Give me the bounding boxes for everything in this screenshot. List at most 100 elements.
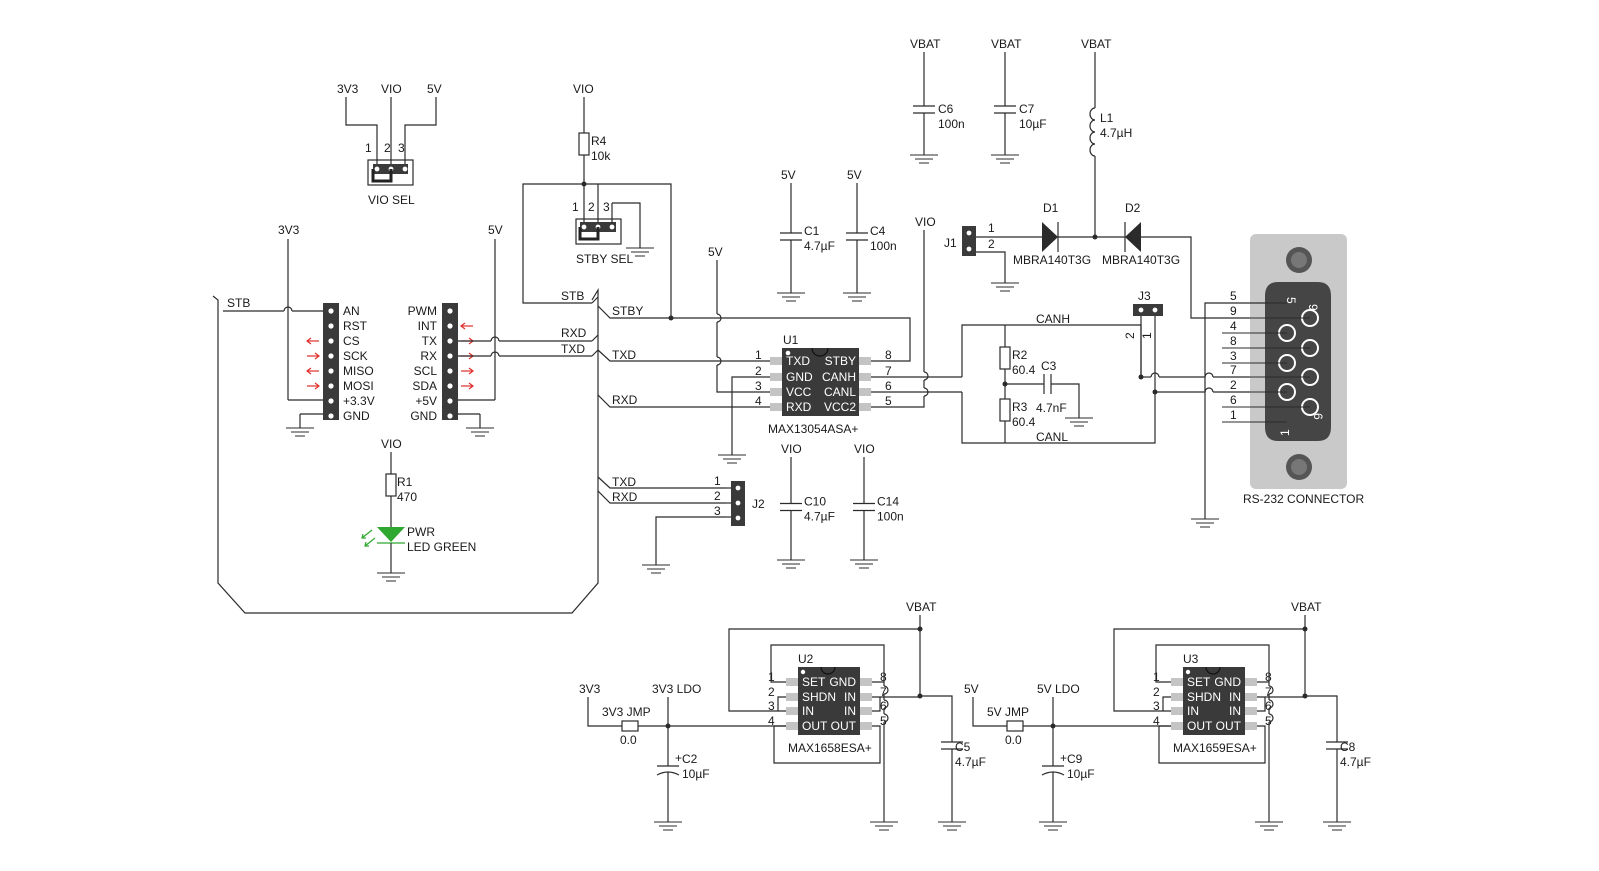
vio-sel-5v: 5V (427, 82, 442, 96)
ldo-pin-number: 3 (768, 699, 775, 713)
ldo-pin-name: IN (1187, 704, 1199, 718)
u1-pin-name: CANL (824, 385, 856, 399)
mikrobus-left-pin-label: GND (343, 409, 370, 423)
d1-value: MBRA140T3G (1013, 253, 1091, 267)
can-termination: CANH CANL R2 60.4 R3 60.4 C3 4.7nF J3 2 … (961, 289, 1268, 444)
db9-pin-number: 2 (1230, 378, 1237, 392)
net-3v3-mikrobus: 3V3 (278, 223, 300, 237)
ldo-pin-name: SET (1187, 675, 1211, 689)
ldo-jumper: 5V JMP (987, 705, 1029, 719)
mikrobus-left-pin-label: SCK (343, 349, 368, 363)
cap-value: 100n (870, 239, 897, 253)
cap-ref: C8 (1340, 740, 1356, 754)
stby-sel-pin3: 3 (603, 200, 610, 214)
ldo-pin-number: 2 (1153, 685, 1160, 699)
canl-label: CANL (1036, 430, 1068, 444)
ground-symbol (842, 292, 872, 302)
cap-ref: C10 (804, 495, 826, 509)
ldo-pin-name: IN (1229, 690, 1241, 704)
db9-pin-number: 1 (1230, 408, 1237, 422)
l1-value: 4.7µH (1100, 126, 1132, 140)
c3-ref: C3 (1041, 359, 1057, 373)
ldo-part: MAX1658ESA+ (788, 741, 872, 755)
r2-value: 60.4 (1012, 363, 1036, 377)
mikrobus-right-pin-label: RX (420, 349, 437, 363)
ground-symbol (990, 154, 1020, 164)
ground-symbol (1038, 821, 1068, 831)
polarity-plus-icon: + (1060, 751, 1067, 765)
net-5v-mikrobus: 5V (488, 223, 503, 237)
ldo-output-rail: 5V LDO (1037, 682, 1080, 696)
c7-ref: C7 (1019, 102, 1035, 116)
ground-symbol (990, 282, 1020, 292)
ldo-ref: U2 (798, 652, 814, 666)
j1-pin2: 2 (988, 237, 995, 251)
vio-sel-title: VIO SEL (368, 193, 415, 207)
r1-rail: VIO (381, 437, 402, 451)
ldo-pin-number: 2 (768, 685, 775, 699)
mikrobus-right-pin-label: PWM (408, 304, 437, 318)
ldo-pin-number: 6 (1265, 699, 1272, 713)
r4-ref: R4 (591, 134, 607, 148)
net-rxd-bus: RXD (561, 326, 587, 340)
ldo-pin-name: SET (802, 675, 826, 689)
u1-pin-number: 2 (755, 364, 762, 378)
cap-rail-label: VIO (781, 442, 802, 456)
vbat-l1: VBAT (1081, 37, 1112, 51)
ldo-ref: U3 (1183, 652, 1199, 666)
cap-ref: C2 (682, 752, 698, 766)
cap-ref: C4 (870, 224, 886, 238)
r2-ref: R2 (1012, 348, 1028, 362)
db9-pin-number: 7 (1230, 363, 1237, 377)
mikrobus-right-pin-label: INT (418, 319, 438, 333)
stby-sel-jumper: VIO R4 10k 1 2 3 STBY SEL (522, 82, 672, 318)
j2-net-txd: TXD (612, 475, 636, 489)
ldo-jumper: 3V3 JMP (602, 705, 651, 719)
cap-value: 4.7µF (1340, 755, 1371, 769)
u1-net-stby: STBY (612, 304, 643, 318)
db9-body-6: 6 (1311, 413, 1325, 420)
ground-symbol (776, 559, 806, 569)
ldo-pin-number: 7 (1265, 685, 1272, 699)
cap-ref: C1 (804, 224, 820, 238)
net-txd-bus: TXD (561, 342, 585, 356)
c3-value: 4.7nF (1036, 401, 1067, 415)
vbat-c7: VBAT (991, 37, 1022, 51)
ground-symbol (1322, 821, 1352, 831)
polarity-plus-icon: + (675, 751, 682, 765)
vio-sel-pin2: 2 (384, 141, 391, 155)
j2-net-rxd: RXD (612, 490, 638, 504)
ground-symbol (776, 292, 806, 302)
ldo-pin-name: GND (1214, 675, 1241, 689)
u1-pin-number: 1 (755, 348, 762, 362)
u1-pin-name: VCC (786, 385, 812, 399)
cap-rail-label: 5V (781, 168, 796, 182)
jumper-resistor (1006, 720, 1024, 732)
led-value: LED GREEN (407, 540, 476, 554)
u1-pin-name: STBY (825, 354, 856, 368)
ldo-pin-number: 4 (1153, 714, 1160, 728)
ground-symbol (465, 427, 495, 437)
mikrobus-left-pin-label: MOSI (343, 379, 374, 393)
u1-pin-number: 3 (755, 379, 762, 393)
u1-pin-name: VCC2 (824, 400, 856, 414)
cap-value: 4.7µF (804, 239, 835, 253)
u1-pin-number: 6 (885, 379, 892, 393)
u1-net-rxd: RXD (612, 393, 638, 407)
stby-vio: VIO (573, 82, 594, 96)
j3-ref: J3 (1138, 289, 1151, 303)
vio-sel-3v3: 3V3 (337, 82, 359, 96)
mikrobus-left-pin-label: AN (343, 304, 360, 318)
ground-symbol (376, 572, 406, 582)
cap-ref: C9 (1067, 752, 1083, 766)
d2-ref: D2 (1125, 201, 1141, 215)
d1-diode-icon (1042, 222, 1058, 252)
j2-header: TXD RXD 1 2 3 J2 (597, 474, 765, 574)
r1-value: 470 (397, 490, 417, 504)
u1-pin-name: RXD (786, 400, 812, 414)
r1-resistor (385, 473, 397, 497)
vio-sel-pin1: 1 (365, 141, 372, 155)
